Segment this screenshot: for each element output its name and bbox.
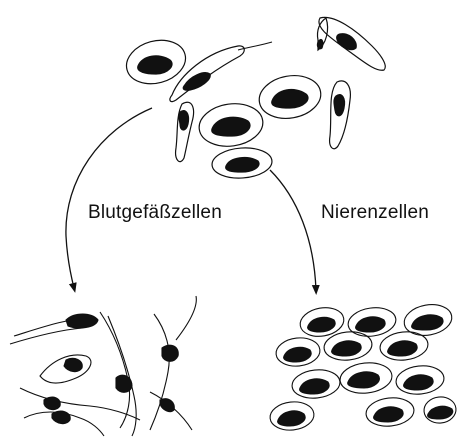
cell — [339, 360, 394, 395]
spindle-cell — [24, 411, 104, 436]
cell — [275, 336, 322, 368]
spindle-cell — [176, 102, 194, 161]
cell — [346, 305, 397, 339]
cell — [395, 364, 446, 397]
cell — [423, 395, 458, 424]
spindle-cell — [40, 355, 91, 383]
kidney-cell-group — [269, 301, 458, 432]
spindle-cell — [100, 312, 136, 436]
cell — [402, 301, 454, 339]
stem-cell-cluster — [122, 17, 386, 180]
blood-vessel-cells-label: Blutgefäßzellen — [88, 202, 222, 224]
cell — [196, 100, 265, 150]
kidney-cells-label: Nierenzellen — [321, 202, 429, 224]
cell — [211, 146, 273, 180]
spindle-cell — [10, 314, 98, 344]
cell — [298, 304, 346, 339]
cell — [269, 400, 316, 432]
spindle-cell — [317, 17, 385, 70]
spindle-cell — [330, 81, 351, 149]
cell — [379, 330, 430, 363]
cell — [291, 368, 342, 401]
arrow-to-kidney-cells — [270, 170, 316, 290]
spindle-cell — [170, 42, 272, 102]
blood-vessel-cell-group — [10, 296, 196, 436]
cell — [365, 396, 416, 429]
spindle-cell — [20, 388, 140, 420]
cell — [256, 71, 324, 123]
spindle-cell — [150, 392, 192, 430]
arrow-to-blood-vessel-cells — [66, 108, 152, 288]
arrows — [66, 108, 316, 290]
